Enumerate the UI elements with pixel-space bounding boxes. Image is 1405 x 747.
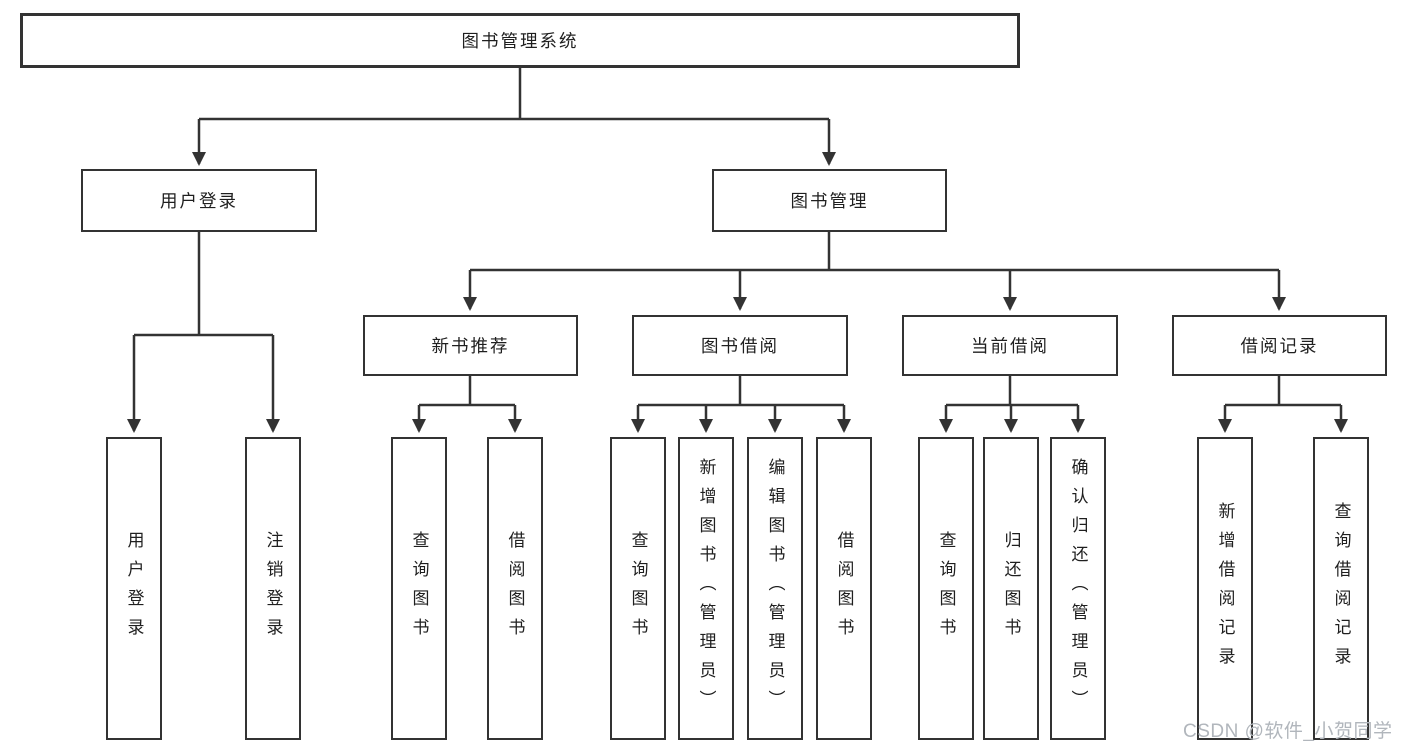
connector-borrow-records-to-leaves bbox=[1218, 376, 1348, 433]
connector-book-management-to-level3 bbox=[463, 232, 1286, 311]
leaf-query-books-current-label: 查询图书 bbox=[936, 530, 956, 647]
leaf-borrow-books: 借阅图书 bbox=[816, 437, 872, 740]
leaf-query-books-current: 查询图书 bbox=[918, 437, 974, 740]
leaf-add-books-admin: 新增图书（管理员） bbox=[678, 437, 734, 740]
leaf-query-borrow-record: 查询借阅记录 bbox=[1313, 437, 1369, 740]
leaf-add-borrow-record-label: 新增借阅记录 bbox=[1215, 501, 1235, 676]
leaf-add-books-admin-label: 新增图书（管理员） bbox=[696, 458, 716, 719]
leaf-add-borrow-record: 新增借阅记录 bbox=[1197, 437, 1253, 740]
connector-root-to-level2 bbox=[192, 68, 836, 166]
node-book-management: 图书管理 bbox=[712, 169, 947, 232]
node-root: 图书管理系统 bbox=[20, 13, 1020, 68]
node-user-login-label: 用户登录 bbox=[160, 191, 238, 211]
node-book-management-label: 图书管理 bbox=[790, 191, 869, 211]
node-new-book-recommend-label: 新书推荐 bbox=[431, 336, 510, 356]
leaf-query-books-recommend: 查询图书 bbox=[391, 437, 447, 740]
leaf-confirm-return-admin: 确认归还（管理员） bbox=[1050, 437, 1106, 740]
connector-current-borrow-to-leaves bbox=[939, 376, 1085, 433]
leaf-borrow-books-recommend-label: 借阅图书 bbox=[505, 530, 525, 647]
leaf-user-login: 用户登录 bbox=[106, 437, 162, 740]
node-user-login: 用户登录 bbox=[81, 169, 317, 232]
connector-book-borrow-to-leaves bbox=[631, 376, 851, 433]
leaf-query-books-borrow: 查询图书 bbox=[610, 437, 666, 740]
connector-new-book-to-leaves bbox=[412, 376, 522, 433]
leaf-query-books-borrow-label: 查询图书 bbox=[628, 530, 648, 647]
connector-user-login-to-leaves bbox=[127, 232, 280, 433]
leaf-return-books: 归还图书 bbox=[983, 437, 1039, 740]
node-borrow-records-label: 借阅记录 bbox=[1240, 336, 1319, 356]
node-book-borrow-label: 图书借阅 bbox=[701, 336, 779, 356]
leaf-edit-books-admin: 编辑图书（管理员） bbox=[747, 437, 803, 740]
node-borrow-records: 借阅记录 bbox=[1172, 315, 1387, 376]
leaf-borrow-books-recommend: 借阅图书 bbox=[487, 437, 543, 740]
leaf-confirm-return-admin-label: 确认归还（管理员） bbox=[1068, 458, 1088, 719]
node-current-borrow: 当前借阅 bbox=[902, 315, 1118, 376]
node-current-borrow-label: 当前借阅 bbox=[971, 336, 1049, 356]
node-root-label: 图书管理系统 bbox=[461, 31, 579, 51]
leaf-user-login-label: 用户登录 bbox=[124, 530, 144, 647]
leaf-return-books-label: 归还图书 bbox=[1001, 530, 1021, 647]
leaf-borrow-books-label: 借阅图书 bbox=[834, 530, 854, 647]
leaf-logout-label: 注销登录 bbox=[263, 530, 283, 647]
node-book-borrow: 图书借阅 bbox=[632, 315, 848, 376]
node-new-book-recommend: 新书推荐 bbox=[363, 315, 578, 376]
leaf-query-borrow-record-label: 查询借阅记录 bbox=[1331, 501, 1351, 676]
leaf-logout: 注销登录 bbox=[245, 437, 301, 740]
leaf-edit-books-admin-label: 编辑图书（管理员） bbox=[765, 458, 785, 719]
leaf-query-books-recommend-label: 查询图书 bbox=[409, 530, 429, 647]
